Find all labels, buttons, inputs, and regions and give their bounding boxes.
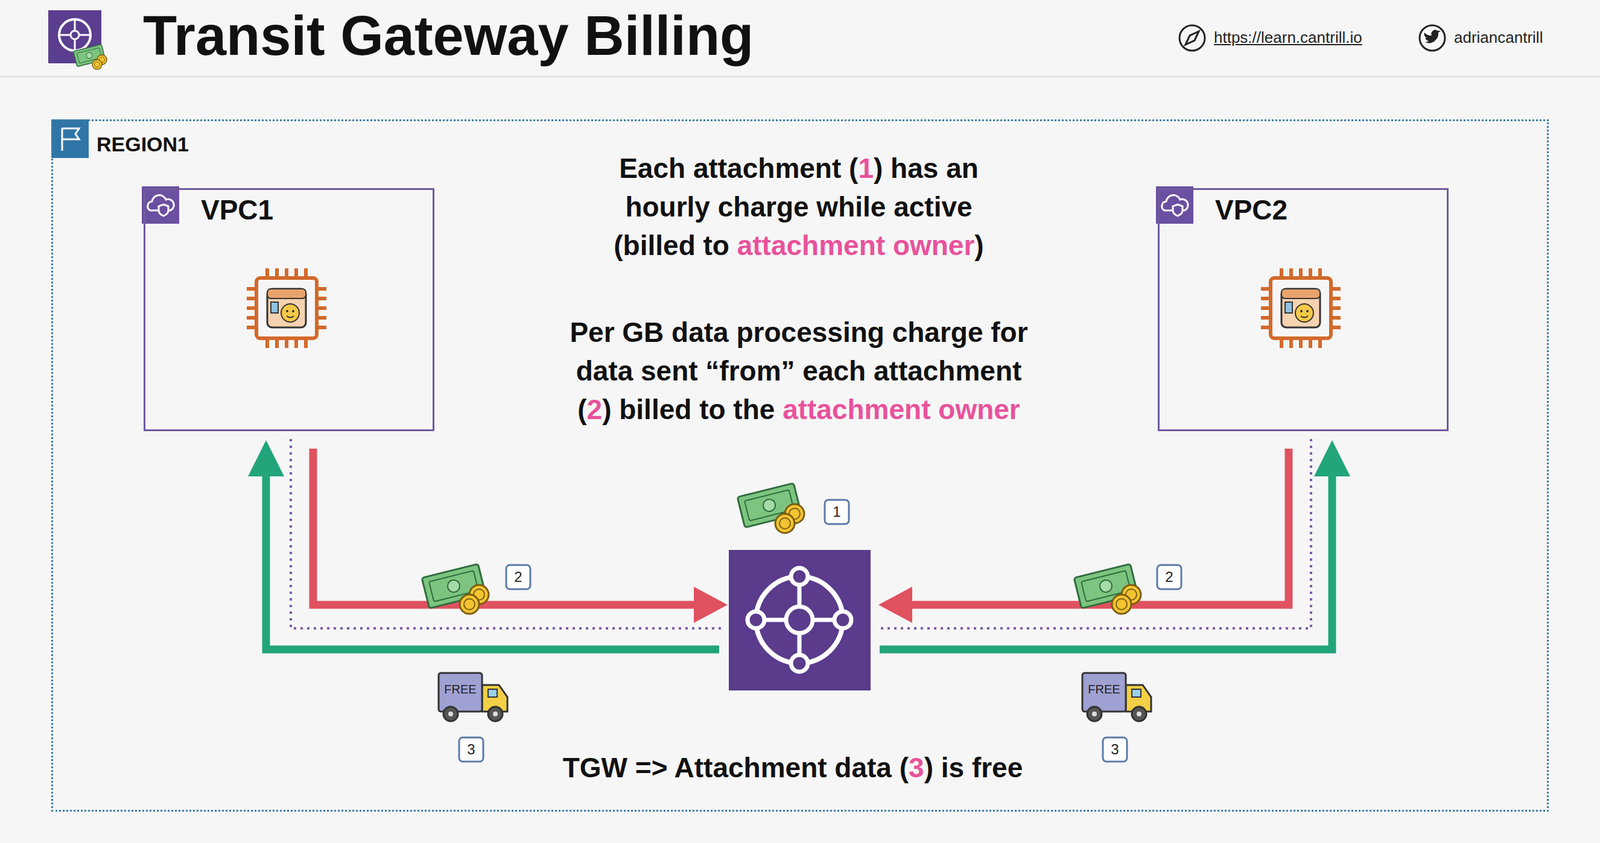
illustration [1260, 268, 1341, 349]
flow-arrows [247, 439, 1351, 650]
header-icon [48, 10, 107, 70]
transit-gateway-icon [786, 606, 813, 634]
callout-number: 3 [466, 741, 475, 759]
transit-gateway-icon [790, 655, 808, 673]
illustration [421, 564, 489, 615]
note-text: Each attachment (1) has an hourly charge… [596, 149, 1001, 265]
transit-gateway-icon [755, 576, 843, 664]
diagram-title: Transit Gateway Billing [142, 7, 754, 64]
note-text: ) billed to the [602, 393, 783, 426]
note-text: TGW => Attachment data (3) is free [460, 748, 1125, 788]
handle-text: adriancantrill [1453, 28, 1543, 48]
truck-label: FREE [444, 682, 477, 697]
note-text: Per GB data processing charge for data s… [560, 313, 1038, 429]
vpc-box: VPC1 [143, 188, 435, 432]
flow-arrows [266, 475, 720, 650]
header-rule [0, 76, 1600, 78]
header-icon [59, 19, 91, 51]
web-icon [1179, 25, 1205, 51]
twitter-icon [1424, 29, 1442, 43]
vpc-box: VPC2 [1157, 188, 1449, 432]
illustration [1155, 186, 1194, 224]
illustration [824, 500, 849, 525]
note-text: Each attachment ( [619, 152, 858, 185]
note-text: ) is free [924, 752, 1024, 784]
highlight-text: 3 [908, 752, 925, 784]
illustration [506, 565, 531, 590]
flow-arrows [290, 439, 722, 629]
highlight-text: 2 [587, 393, 603, 426]
web-icon [1185, 31, 1199, 45]
region-flag-icon [51, 119, 89, 159]
callout-number: 2 [1165, 568, 1173, 586]
transit-gateway-icon [728, 550, 871, 691]
flow-arrows [1314, 440, 1351, 477]
illustration [1073, 564, 1141, 615]
note-text: TGW => Attachment data ( [562, 752, 909, 784]
transit-gateway-icon [728, 550, 871, 691]
illustration [737, 483, 805, 534]
header-icon [70, 30, 80, 40]
box-label: REGION1 [96, 132, 189, 157]
link-text: https://learn.cantrill.io [1213, 28, 1363, 48]
highlight-text: 1 [857, 152, 874, 185]
flow-arrows [247, 440, 285, 477]
flow-arrows [879, 475, 1333, 650]
twitter-icon [1419, 25, 1445, 51]
header-icon [73, 44, 107, 70]
flow-arrows [693, 587, 728, 624]
region-flag-icon [51, 119, 89, 159]
twitter-icon [1419, 25, 1445, 51]
region-box: VPC1 VPC2 REGION1 [51, 119, 1549, 813]
transit-gateway-icon [747, 611, 765, 629]
box-label: VPC1 [200, 193, 274, 227]
flow-arrows [878, 587, 913, 624]
callout-number: 2 [514, 568, 522, 586]
illustration [1157, 565, 1182, 590]
callout-number: 1 [832, 503, 841, 521]
flow-arrows [313, 448, 696, 606]
highlight-text: attachment owner [737, 229, 975, 262]
illustration [246, 268, 327, 349]
transit-gateway-icon [790, 568, 808, 586]
transit-gateway-icon [834, 611, 852, 629]
illustration [141, 186, 180, 224]
illustration [1082, 673, 1152, 722]
illustration [459, 737, 484, 762]
truck-label: FREE [1087, 682, 1120, 697]
flow-arrows [877, 439, 1312, 629]
web-icon [1179, 25, 1205, 51]
illustration [1102, 737, 1127, 762]
note-text: ) [974, 229, 984, 262]
region-flag-icon [62, 128, 80, 140]
illustration [438, 673, 508, 722]
callout-number: 3 [1110, 741, 1119, 759]
box-label: VPC2 [1215, 193, 1288, 227]
highlight-text: attachment owner [782, 393, 1021, 426]
